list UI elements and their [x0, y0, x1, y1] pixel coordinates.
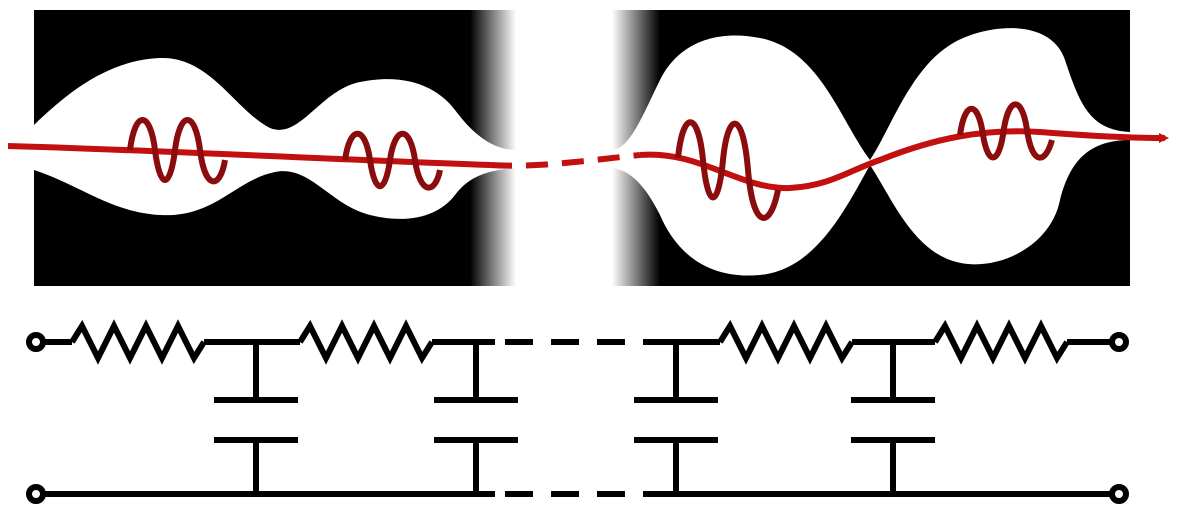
terminal-top-right — [1109, 332, 1129, 352]
wave-packet-1 — [127, 117, 228, 185]
panel-right-cavity — [612, 28, 1130, 276]
resistor-2 — [297, 319, 435, 365]
terminal-bottom-right — [1109, 484, 1129, 504]
capacitor-4 — [851, 342, 935, 494]
capacitor-2 — [434, 342, 518, 494]
terminal-top-left — [26, 332, 46, 352]
wave-packet-4 — [957, 101, 1055, 161]
capacitor-1 — [214, 342, 298, 494]
resistor-3 — [717, 319, 855, 365]
resistor-1 — [69, 319, 207, 365]
terminal-bottom-left — [26, 484, 46, 504]
pulse-dashed-gap — [489, 152, 641, 169]
resistor-4 — [932, 319, 1070, 365]
pulse-path — [7, 101, 1169, 221]
panel-left-cavity — [34, 57, 516, 219]
wave-packet-2 — [342, 130, 443, 191]
pulse-main-line-right — [639, 128, 1169, 192]
wave-packet-3 — [675, 119, 781, 221]
rc-circuit — [26, 319, 1129, 504]
capacitor-3 — [634, 342, 718, 494]
